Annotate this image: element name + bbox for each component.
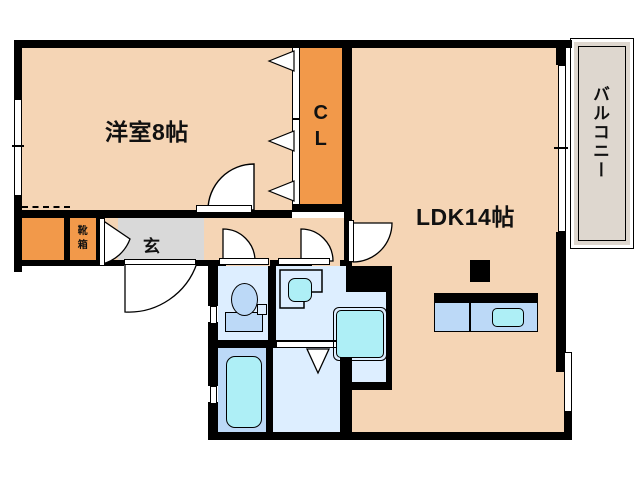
wall-wet-right [340,348,352,440]
closet-fold-arrow-1 [267,50,295,72]
wall-corridor-bottom-left [14,260,124,266]
wall-left-genkan [14,224,22,272]
washbasin-bowl [288,278,312,302]
room-closet-floor [300,40,342,208]
shoe-cabinet-floor [70,218,96,266]
wall-ldk-right-upper [556,40,566,65]
door-washitsu-leaf[interactable] [196,205,252,213]
wall-wet-left-2 [208,322,218,346]
window-balcony-mullion [554,147,568,149]
door-ldk-swing[interactable] [352,222,396,264]
genkan-step-dashed-edge [22,206,70,208]
wall-wet-left-4 [208,402,218,440]
closet-fold-arrow-3 [267,180,295,202]
balcony-inner-outline [578,46,626,241]
wall-toilet-right [268,266,276,344]
door-hall-leaf[interactable] [124,259,196,265]
wall-washitsu-bottom-right [196,210,292,218]
room-label-closet-c: C [313,102,329,124]
washing-machine-outline [333,307,387,361]
genkan-tile-floor [118,218,204,266]
window-ldk-south [564,352,572,412]
wall-closet-bottom [292,204,352,212]
door-washroom-swing[interactable] [300,228,344,262]
room-label-ldk: LDK14帖 [416,204,515,230]
window-toilet [210,306,217,324]
wall-top-ldk [350,40,572,48]
wall-genkan-step-divider [64,218,70,266]
room-label-closet-l: L [314,128,328,150]
window-west [14,99,22,196]
window-west-mullion [12,145,24,147]
room-label-washitsu: 洋室8帖 [105,119,189,145]
shoe-cabinet-label-2: 箱 [77,240,89,251]
door-bath-leaf[interactable] [276,341,340,348]
washing-machine-space [336,310,384,358]
door-ldk-leaf[interactable] [348,220,354,262]
door-bath-folding[interactable] [305,348,331,375]
door-hall-swing[interactable] [124,262,200,314]
balcony-outline [570,38,634,249]
door-genkan-leaf[interactable] [99,218,105,266]
wall-ldk-right-lower [556,232,566,268]
wall-bath-right [266,348,273,436]
toilet-paper-holder [257,304,267,315]
wall-ldk-bottom [214,432,572,440]
toilet-bowl [231,283,258,316]
shoe-cabinet-label-1: 靴 [77,226,89,237]
door-toilet-swing[interactable] [222,228,266,262]
wall-top-closet [292,40,350,48]
bathtub [226,356,262,428]
genkan-step-floor [22,218,70,266]
room-label-balcony: バルコニー [590,85,609,180]
wall-closet-right [342,40,352,212]
dressing-room-floor [272,348,342,436]
kitchen-counter-divider [469,302,471,332]
closet-door-face[interactable] [292,48,300,118]
wall-wet-left-3 [208,346,218,386]
closet-fold-arrow-2 [267,130,295,152]
wall-shoecabinet-right [96,218,101,266]
kitchen-sink [492,308,524,327]
wall-top [22,40,292,48]
wall-washitsu-bottom-mid [70,210,196,218]
genkan-step-dashed-edge-2 [22,214,70,216]
window-bath [210,386,217,404]
stove [470,260,490,282]
wall-left-upper [14,40,22,99]
closet-door-face-2[interactable] [292,120,300,204]
wall-wm-alcove-bottom [340,382,392,390]
wall-wm-alcove-right2 [386,266,392,388]
wall-wm-alcove-right [346,266,388,292]
balcony-floor [574,42,630,245]
wall-corridor-bottom-right [196,260,226,266]
door-toilet-leaf[interactable] [219,258,269,265]
wall-wet-left [208,266,218,306]
kitchen-counter-backsplash [434,293,538,302]
wall-ldk-right-bottom [556,268,566,372]
room-label-genkan: 玄 [143,237,161,256]
door-washroom-leaf[interactable] [278,258,330,265]
